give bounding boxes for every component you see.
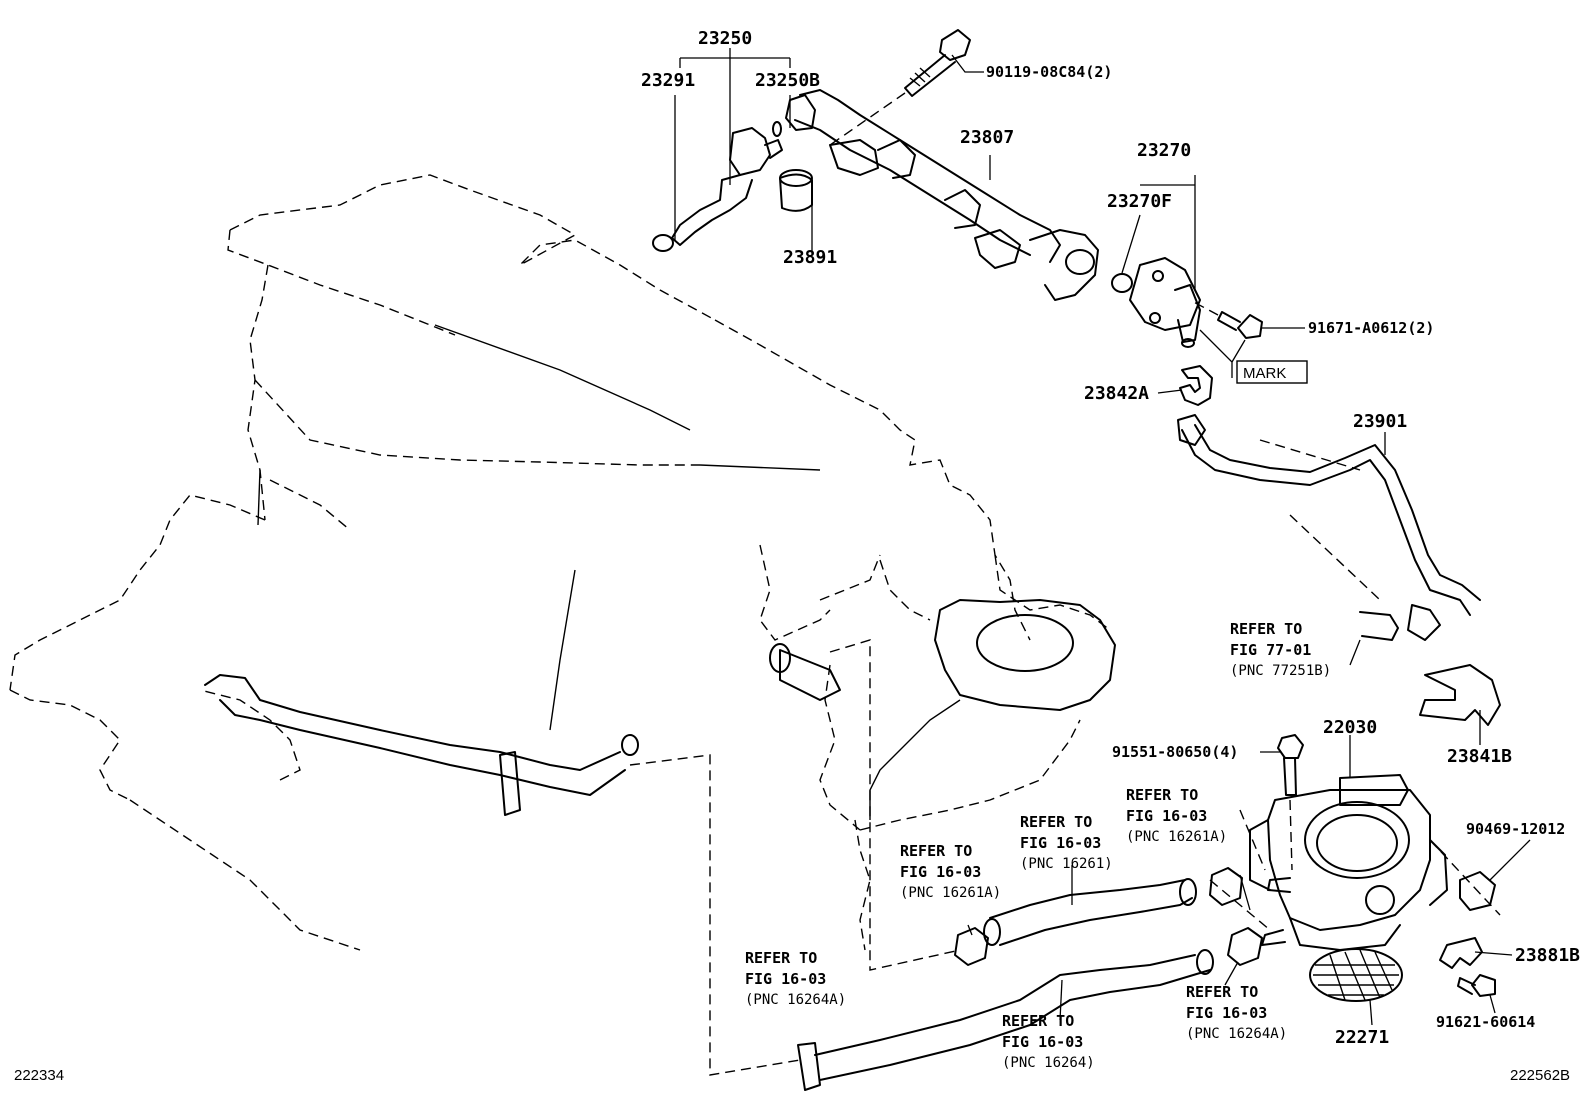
throttle-body xyxy=(1249,774,1448,951)
ref-16264a-right: REFER TO FIG 16-03 (PNC 16264A) xyxy=(1186,983,1287,1042)
label-22271: 22271 xyxy=(1335,1027,1389,1048)
diagram-id-left: 222334 xyxy=(14,1067,64,1084)
grommet xyxy=(779,169,813,212)
engine-outline xyxy=(9,174,1116,951)
label-23270: 23270 xyxy=(1137,140,1191,161)
bolt-91671 xyxy=(1189,299,1263,339)
ref-line: REFER TO xyxy=(1002,1012,1074,1030)
bracket-23881b xyxy=(1439,937,1483,969)
ref-line: REFER TO xyxy=(1230,620,1302,638)
label-23841b: 23841B xyxy=(1447,746,1512,767)
ref-line: FIG 16-03 xyxy=(1186,1004,1267,1022)
pipe-77-01 xyxy=(1359,611,1399,641)
label-23250: 23250 xyxy=(698,28,752,49)
label-22030: 22030 xyxy=(1323,717,1377,738)
ref-line: (PNC 77251B) xyxy=(1230,663,1331,679)
fuel-delivery-pipe xyxy=(785,89,1099,301)
ref-line: (PNC 16264A) xyxy=(1186,1026,1287,1042)
label-23842a: 23842A xyxy=(1084,383,1149,404)
o-ring-23270f xyxy=(1111,273,1133,293)
ref-line: FIG 16-03 xyxy=(745,970,826,988)
ref-line: (PNC 16261A) xyxy=(900,885,1001,901)
ref-line: (PNC 16261A) xyxy=(1126,829,1227,845)
label-91621: 91621-60614 xyxy=(1436,1013,1535,1031)
label-23291: 23291 xyxy=(641,70,695,91)
label-23881b: 23881B xyxy=(1515,945,1580,966)
ref-16264a-left: REFER TO FIG 16-03 (PNC 16264A) xyxy=(745,949,846,1008)
ref-line: FIG 16-03 xyxy=(1020,834,1101,852)
label-23901: 23901 xyxy=(1353,411,1407,432)
label-91671: 91671-A0612(2) xyxy=(1308,319,1434,337)
ref-16261a-right: REFER TO FIG 16-03 (PNC 16261A) xyxy=(1126,786,1227,845)
label-23270f: 23270F xyxy=(1107,191,1172,212)
fuel-inlet-23270 xyxy=(1129,257,1201,348)
ref-line: REFER TO xyxy=(1126,786,1198,804)
ref-fig-77-01: REFER TO FIG 77-01 (PNC 77251B) xyxy=(1230,620,1331,679)
label-23250b: 23250B xyxy=(755,70,820,91)
label-91551: 91551-80650(4) xyxy=(1112,743,1238,761)
ref-line: FIG 16-03 xyxy=(1126,807,1207,825)
ref-line: REFER TO xyxy=(1186,983,1258,1001)
bolt-91551 xyxy=(1277,734,1304,871)
leader-lines xyxy=(674,48,1531,1026)
clamp-90469 xyxy=(1429,839,1501,916)
clamp-23841b xyxy=(1419,664,1501,726)
flow-line-tb xyxy=(1209,809,1271,931)
ref-16264: REFER TO FIG 16-03 (PNC 16264) xyxy=(1002,1012,1095,1071)
ref-16261: REFER TO FIG 16-03 (PNC 16261) xyxy=(1020,813,1113,872)
ref-line: REFER TO xyxy=(1020,813,1092,831)
bolt-90119 xyxy=(829,29,971,146)
reference-notes: REFER TO FIG 77-01 (PNC 77251B) REFER TO… xyxy=(745,620,1331,1071)
ref-line: REFER TO xyxy=(900,842,972,860)
mark-box: MARK xyxy=(1236,360,1308,384)
label-90119: 90119-08C84(2) xyxy=(986,63,1112,81)
water-hoses xyxy=(204,639,1263,1091)
ref-line: FIG 77-01 xyxy=(1230,641,1311,659)
fuel-injector xyxy=(652,121,783,252)
ref-line: (PNC 16264A) xyxy=(745,992,846,1008)
diagram-id-right: 222562B xyxy=(1510,1067,1570,1084)
ref-16261a-left: REFER TO FIG 16-03 (PNC 16261A) xyxy=(900,842,1001,901)
label-23891: 23891 xyxy=(783,247,837,268)
ref-line: FIG 16-03 xyxy=(900,863,981,881)
clip-23842a xyxy=(1179,365,1213,406)
bolt-91621 xyxy=(1457,974,1496,997)
ref-line: REFER TO xyxy=(745,949,817,967)
label-23807: 23807 xyxy=(960,127,1014,148)
part-labels: 23250 23291 23250B 90119-08C84(2) 23807 … xyxy=(641,28,1580,1048)
ref-line: (PNC 16261) xyxy=(1020,856,1113,872)
fuel-hose-23901 xyxy=(1177,414,1481,641)
ref-line: (PNC 16264) xyxy=(1002,1055,1095,1071)
ref-line: FIG 16-03 xyxy=(1002,1033,1083,1051)
label-90469: 90469-12012 xyxy=(1466,820,1565,838)
mark-label: MARK xyxy=(1243,365,1286,382)
gasket-22271 xyxy=(1309,948,1403,1002)
